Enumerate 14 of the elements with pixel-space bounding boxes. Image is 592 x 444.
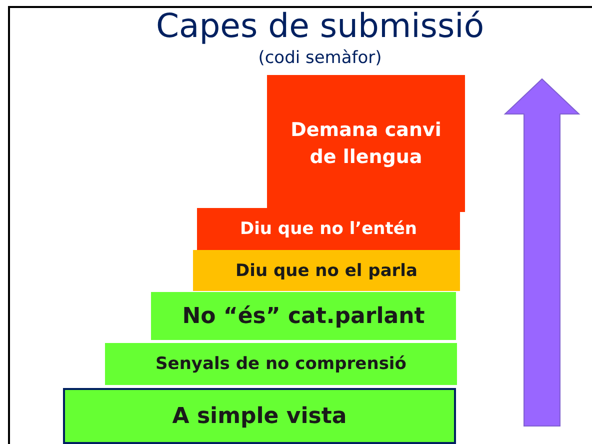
layer-label: Diu que no l’entén [238, 218, 418, 241]
layer-label: Demana canvi de llengua [290, 118, 442, 170]
top-layer-box [267, 75, 465, 212]
layer-label: A simple vista [171, 402, 348, 430]
layer-box [105, 343, 457, 385]
layer-label: Senyals de no comprensió [154, 353, 408, 376]
layer-box [193, 250, 460, 291]
layer-label: Diu que no el parla [234, 260, 418, 282]
layer-box [197, 208, 460, 250]
layer-label: No “és” cat.parlant [181, 302, 426, 330]
layer-box [151, 292, 456, 340]
title: Capes de submissió [154, 6, 486, 46]
subtitle: (codi semàfor) [257, 47, 383, 70]
base-layer-box [63, 388, 456, 444]
